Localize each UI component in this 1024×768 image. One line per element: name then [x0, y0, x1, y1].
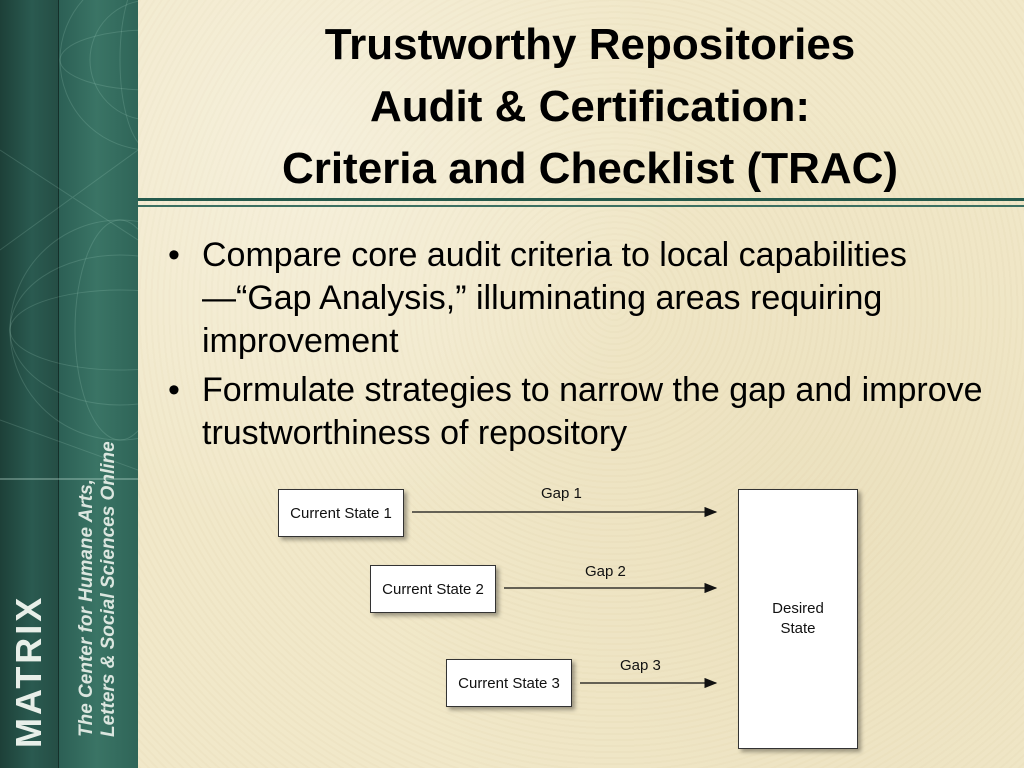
- current-state-1-box: Current State 1: [278, 489, 404, 537]
- globe-pattern-icon: [0, 0, 138, 471]
- title-line-3: Criteria and Checklist (TRAC): [281, 144, 899, 193]
- title-rule: [138, 198, 1024, 201]
- brand-name: MATRIX: [8, 594, 49, 748]
- bullet-text: Formulate strategies to narrow the gap a…: [202, 371, 983, 452]
- bullet-text: Compare core audit criteria to local cap…: [202, 236, 907, 360]
- title-rule-secondary: [138, 205, 1024, 207]
- current-state-3-box: Current State 3: [446, 659, 572, 707]
- sidebar-banner: MATRIX The Center for Humane Arts, Lette…: [0, 0, 138, 768]
- brand-tagline-line-1: The Center for Humane Arts,: [76, 479, 97, 737]
- bullet-item: • Compare core audit criteria to local c…: [162, 234, 1002, 363]
- title-line-1: Trustworthy Repositories: [324, 20, 856, 69]
- sidebar-divider: [0, 478, 138, 480]
- bullet-icon: •: [168, 371, 180, 409]
- current-state-2-box: Current State 2: [370, 565, 496, 613]
- desired-state-box: Desired State: [738, 489, 858, 749]
- slide-title: Trustworthy Repositories Audit & Certifi…: [160, 14, 1020, 200]
- bullet-item: • Formulate strategies to narrow the gap…: [162, 369, 1002, 455]
- gap-3-label: Gap 3: [620, 657, 661, 674]
- gap-1-label: Gap 1: [541, 485, 582, 502]
- gap-2-label: Gap 2: [585, 563, 626, 580]
- brand-tagline-line-2: Letters & Social Sciences Online: [98, 441, 119, 737]
- bullet-icon: •: [168, 236, 180, 274]
- sidebar-strip: [0, 0, 59, 768]
- title-line-2: Audit & Certification:: [370, 82, 810, 131]
- bullet-list: • Compare core audit criteria to local c…: [162, 234, 1002, 461]
